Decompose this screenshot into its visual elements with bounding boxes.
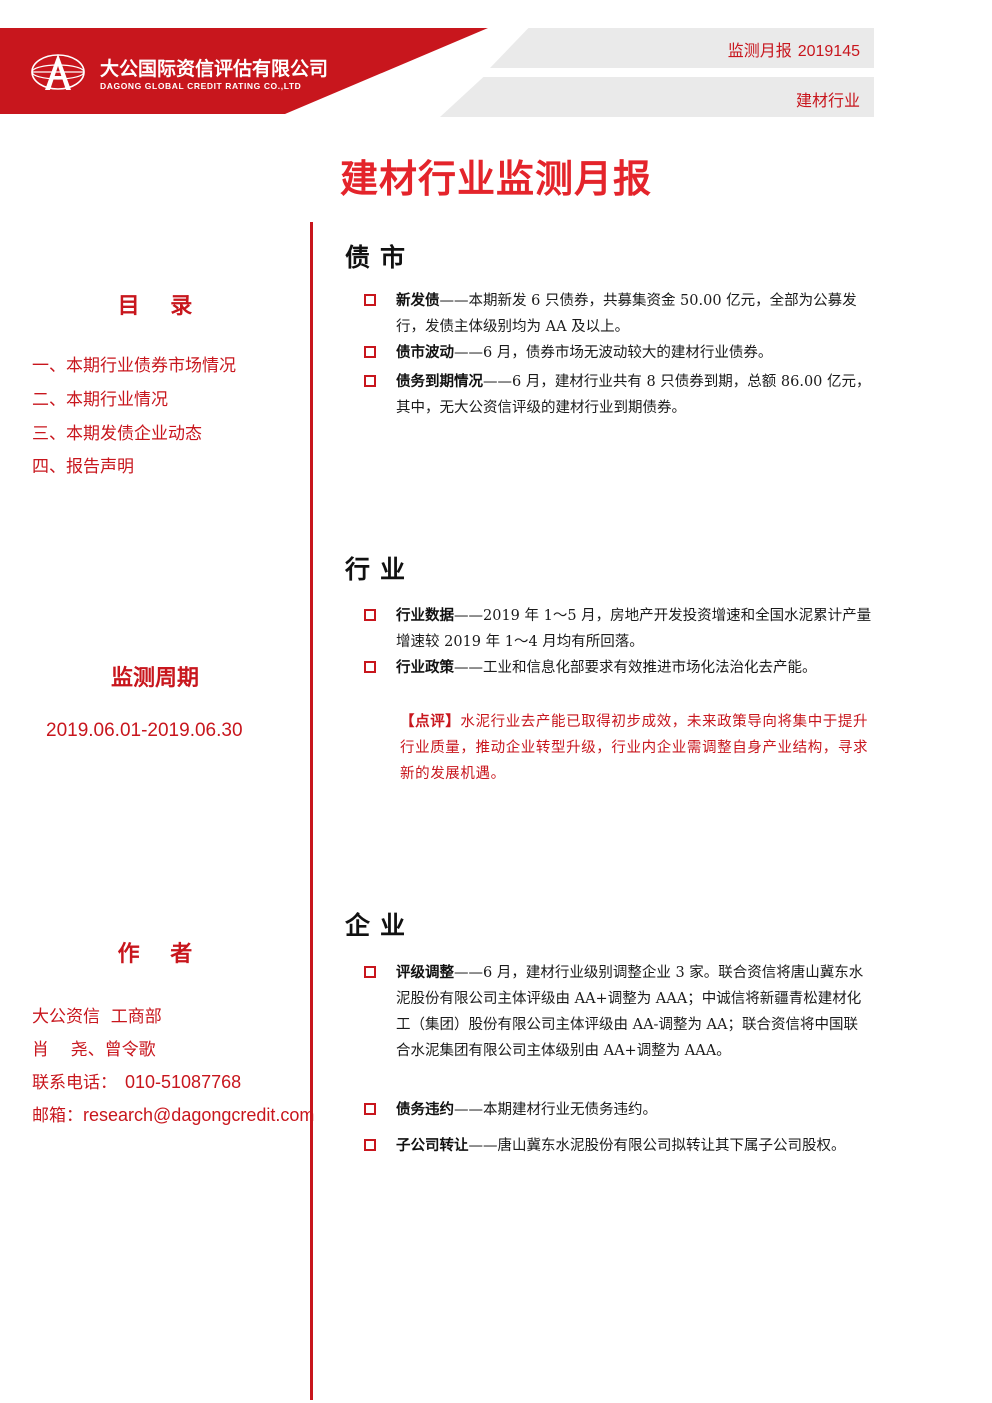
bond-item-maturity: 债务到期情况——6 月，建材行业共有 8 只债券到期，总额 86.00 亿元，其… — [396, 369, 872, 421]
item-text: ——本期新发 6 只债券，共募集资金 50.00 亿元，全部为公募发行，发债主体… — [396, 293, 857, 335]
bullet-icon — [364, 375, 376, 387]
bullet-icon — [364, 1103, 376, 1115]
item-keyword: 新发债 — [396, 293, 440, 309]
bond-item-new-issue: 新发债——本期新发 6 只债券，共募集资金 50.00 亿元，全部为公募发行，发… — [396, 288, 872, 340]
bullet-icon — [364, 294, 376, 306]
item-text: ——2019 年 1～5 月，房地产开发投资增速和全国水泥累计产量增速较 201… — [396, 608, 872, 650]
phone-label: 联系电话： — [32, 1073, 117, 1093]
author-dept: 大公资信 工商部 — [32, 1007, 162, 1027]
bond-item-volatility: 债市波动——6 月，债券市场无波动较大的建材行业债券。 — [396, 340, 872, 366]
bullet-icon — [364, 1139, 376, 1151]
contact-email: 邮箱：research@dagongcredit.com — [32, 1101, 314, 1126]
company-name-en: DAGONG GLOBAL CREDIT RATING CO.,LTD — [100, 81, 302, 91]
industry-comment: 【点评】水泥行业去产能已取得初步成效，未来政策导向将集中于提升行业质量，推动企业… — [400, 709, 870, 787]
comment-text: 水泥行业去产能已取得初步成效，未来政策导向将集中于提升行业质量，推动企业转型升级… — [400, 714, 869, 782]
item-text: ——本期建材行业无债务违约。 — [454, 1102, 657, 1118]
bullet-icon — [364, 966, 376, 978]
bullet-icon — [364, 661, 376, 673]
dagong-globe-logo-icon — [31, 54, 85, 90]
contact-phone: 联系电话： 010-51087768 — [32, 1068, 241, 1093]
email-label: 邮箱： — [32, 1106, 83, 1126]
item-keyword: 债务违约 — [396, 1102, 454, 1118]
item-text: ——6 月，建材行业级别调整企业 3 家。联合资信将唐山冀东水泥股份有限公司主体… — [396, 965, 864, 1059]
company-name-cn: 大公国际资信评估有限公司 — [100, 58, 329, 80]
toc-item-2[interactable]: 二、本期行业情况 — [32, 390, 168, 410]
header-gray-band-top — [490, 28, 874, 68]
item-keyword: 行业数据 — [396, 608, 454, 624]
item-keyword: 子公司转让 — [396, 1138, 469, 1154]
item-keyword: 债市波动 — [396, 345, 454, 361]
page-title: 建材行业监测月报 — [339, 156, 652, 201]
item-text: ——6 月，债券市场无波动较大的建材行业债券。 — [454, 345, 773, 361]
industry-item-data: 行业数据——2019 年 1～5 月，房地产开发投资增速和全国水泥累计产量增速较… — [396, 603, 872, 655]
period-heading: 监测周期 — [110, 666, 199, 691]
author-names: 肖 尧、曾令歌 — [32, 1040, 156, 1060]
item-keyword: 债务到期情况 — [396, 374, 483, 390]
monitoring-period: 2019.06.01-2019.06.30 — [46, 720, 243, 741]
item-keyword: 行业政策 — [396, 660, 454, 676]
item-text: ——6 月，建材行业共有 8 只债券到期，总额 86.00 亿元，其中，无大公资… — [396, 374, 871, 416]
industry-item-policy: 行业政策——工业和信息化部要求有效推进市场化法治化去产能。 — [396, 655, 872, 681]
email-value[interactable]: research@dagongcredit.com — [83, 1105, 315, 1125]
author-heading: 作 者 — [117, 942, 193, 967]
enterprise-item-transfer: 子公司转让——唐山冀东水泥股份有限公司拟转让其下属子公司股权。 — [396, 1133, 872, 1159]
bullet-icon — [364, 609, 376, 621]
enterprise-item-rating: 评级调整——6 月，建材行业级别调整企业 3 家。联合资信将唐山冀东水泥股份有限… — [396, 960, 872, 1064]
report-type: 监测月报 — [727, 41, 792, 60]
item-text: ——唐山冀东水泥股份有限公司拟转让其下属子公司股权。 — [468, 1138, 846, 1154]
toc-item-3[interactable]: 三、本期发债企业动态 — [32, 424, 202, 444]
section-title-bond: 债市 — [345, 243, 416, 272]
toc-item-4[interactable]: 四、报告声明 — [32, 457, 134, 477]
column-divider — [310, 222, 313, 1400]
report-number: 2019145 — [797, 43, 860, 60]
phone-value: 010-51087768 — [125, 1072, 242, 1092]
comment-tag: 【点评】 — [400, 714, 461, 730]
item-keyword: 评级调整 — [396, 965, 454, 981]
toc-item-1[interactable]: 一、本期行业债券市场情况 — [32, 356, 236, 376]
section-title-enterprise: 企业 — [345, 911, 416, 940]
enterprise-item-default: 债务违约——本期建材行业无债务违约。 — [396, 1097, 872, 1123]
section-title-industry: 行业 — [345, 555, 416, 584]
industry-label: 建材行业 — [795, 91, 860, 110]
toc-heading: 目 录 — [117, 294, 193, 319]
item-text: ——工业和信息化部要求有效推进市场化法治化去产能。 — [454, 660, 817, 676]
header-gray-band-bottom — [440, 77, 874, 117]
bullet-icon — [364, 346, 376, 358]
report-label: 监测月报 2019145 — [728, 37, 860, 61]
